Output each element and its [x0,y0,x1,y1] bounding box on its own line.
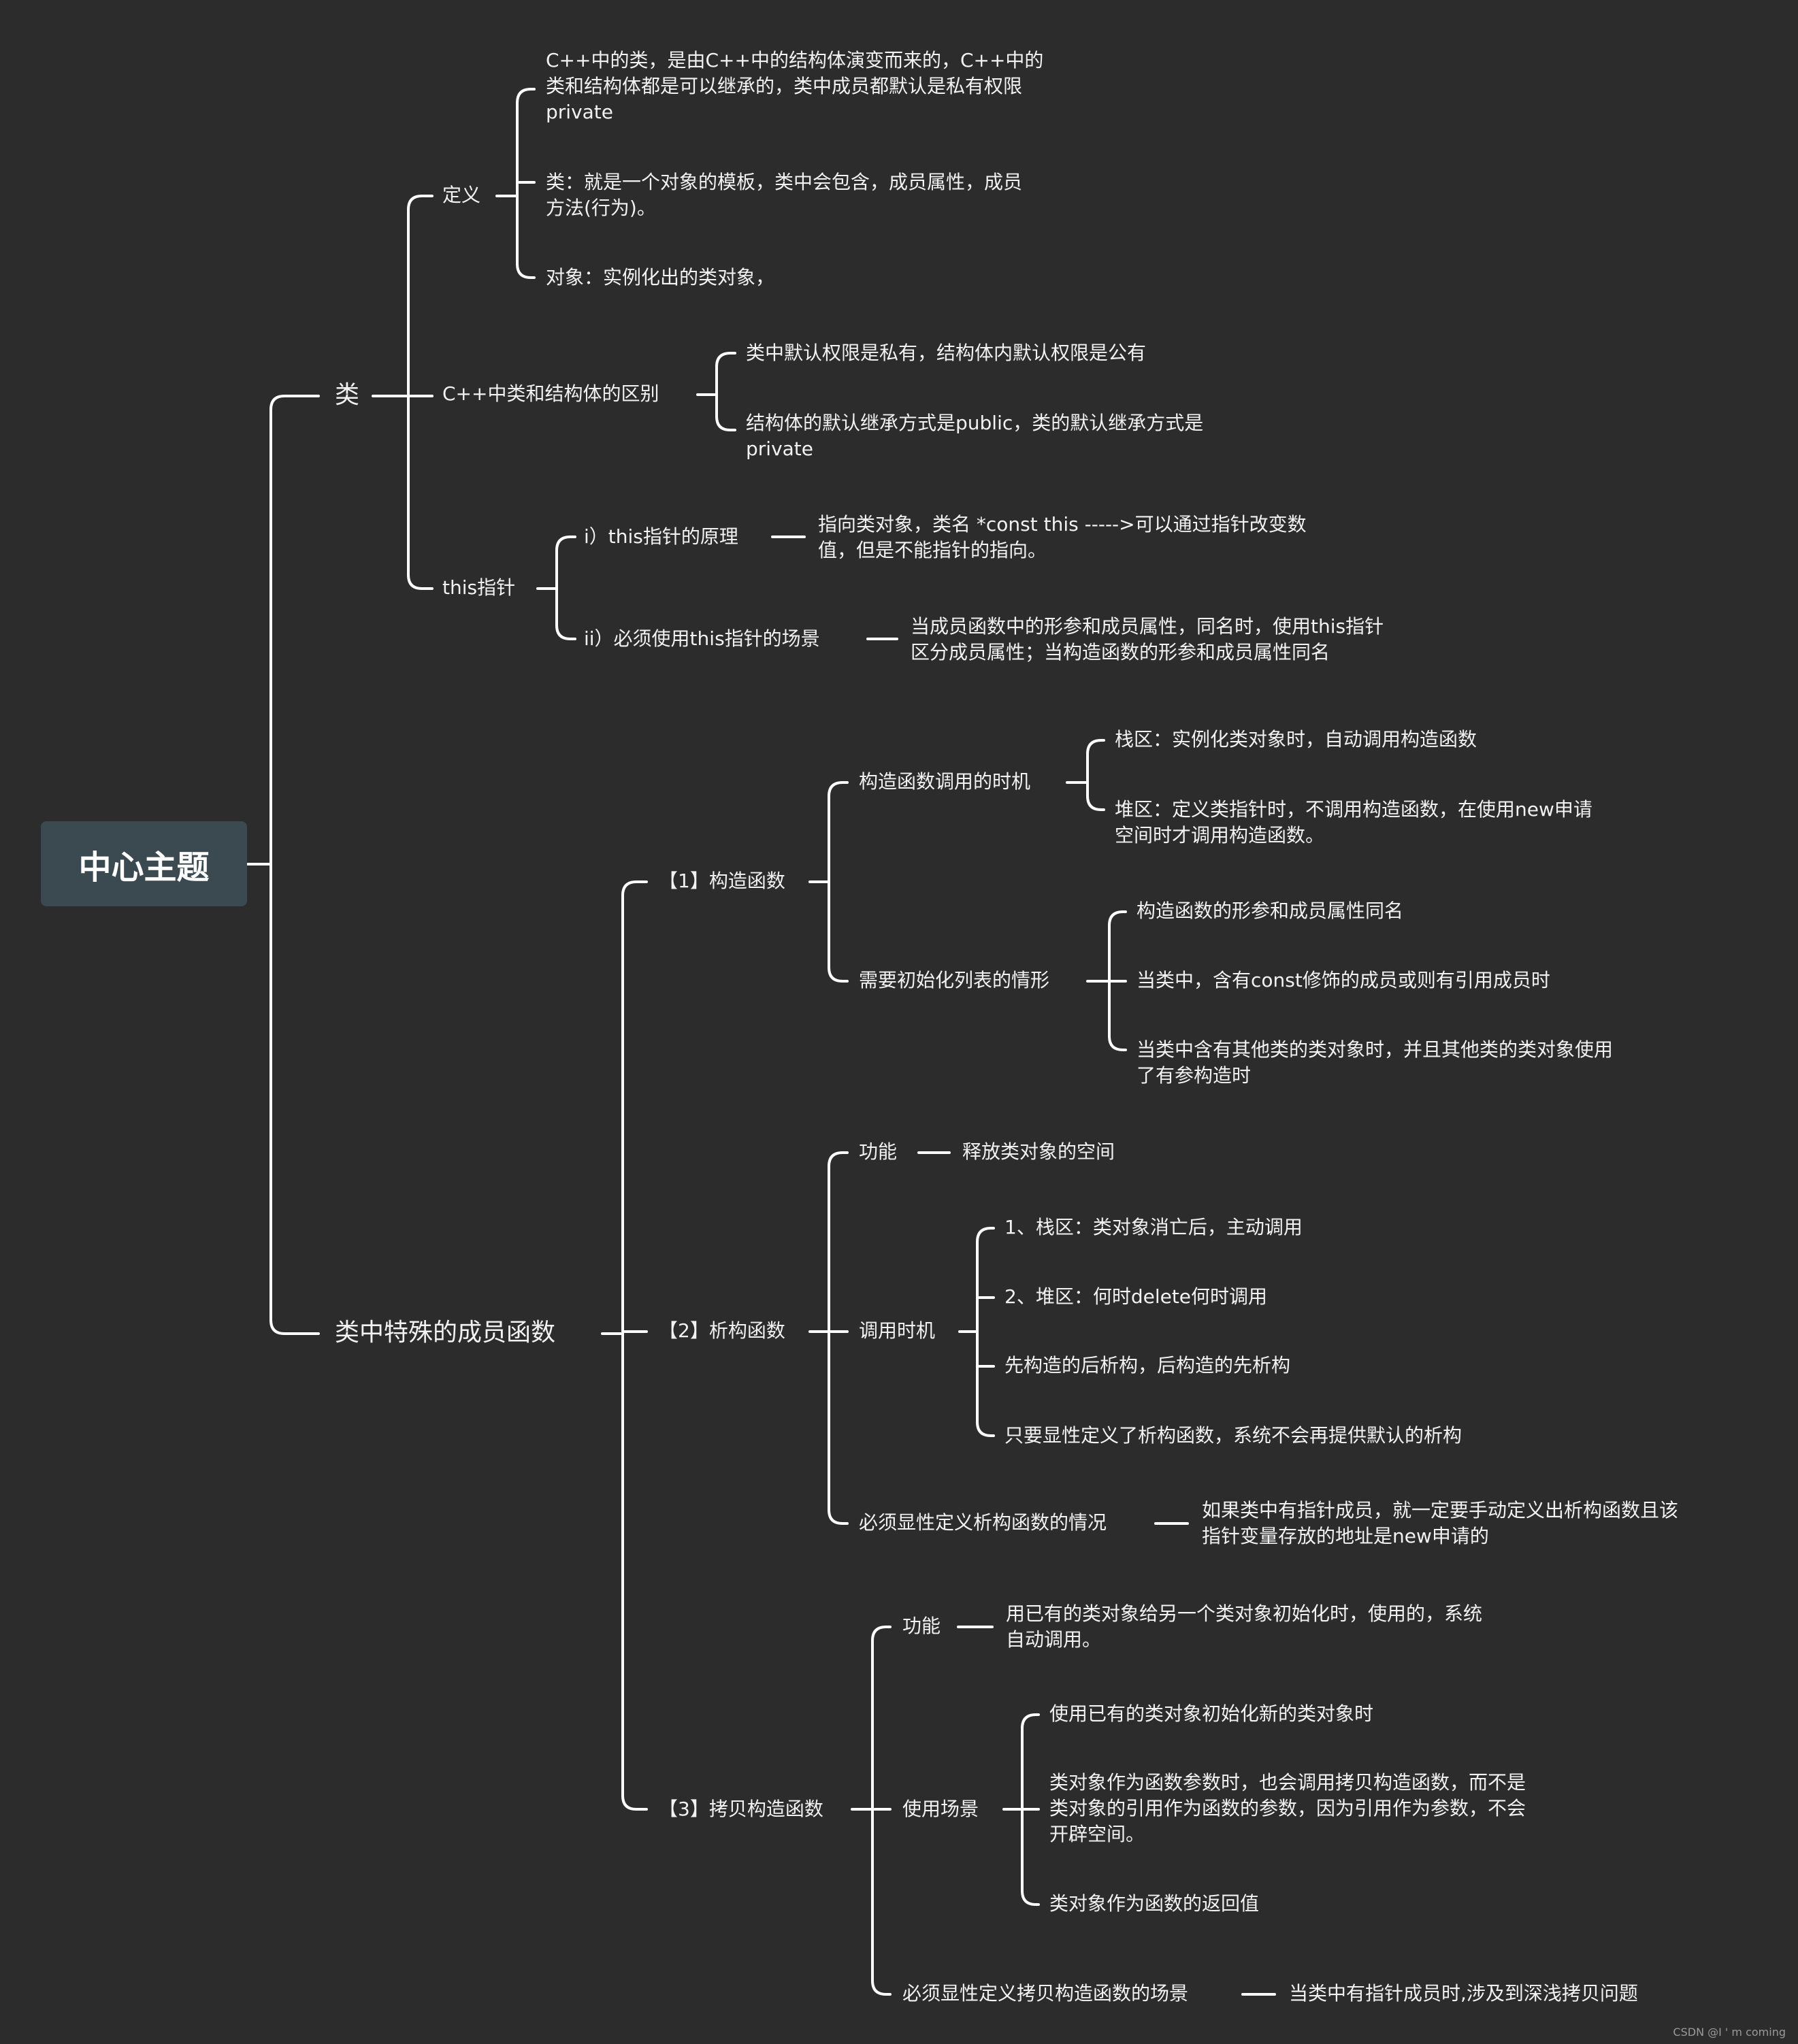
bracket-special-bot [621,1794,648,1811]
node-def-2[interactable]: 类：就是一个对象的模板，类中会包含，成员属性，成员方法(行为)。 [546,171,1023,219]
watermark: CSDN @I ' m coming [1673,2026,1786,2039]
node-copy-u1[interactable]: 使用已有的类对象初始化新的类对象时 [1049,1702,1374,1725]
node-dtor-c3[interactable]: 先构造的后析构，后构造的先析构 [1004,1354,1291,1377]
bracket-ctor-bot [828,966,849,983]
bracket-diff-top [715,352,736,368]
bracket-ctor-timing-top [1086,739,1105,755]
node-copy-func[interactable]: 功能 [902,1615,941,1637]
bracket-ctor-top [828,781,849,797]
bracket-dtor-call-top [976,1227,995,1243]
bracket-copy-top [871,1626,892,1642]
bracket-dtor-top [828,1151,849,1168]
node-copy-func-a[interactable]: 用已有的类对象给另一个类对象初始化时，使用的，系统自动调用。 [1006,1602,1483,1651]
node-ctor-t1[interactable]: 栈区：实例化类对象时，自动调用构造函数 [1115,728,1477,751]
node-class[interactable]: 类 [335,381,360,409]
node-this-1[interactable]: i）this指针的原理 [584,525,738,548]
node-this-1a[interactable]: 指向类对象，类名 *const this ----->可以通过指针改变数值，但是… [818,513,1307,561]
node-def-3[interactable]: 对象：实例化出的类对象， [546,266,775,289]
node-ctor-t2[interactable]: 堆区：定义类指针时，不调用构造函数，在使用new申请空间时才调用构造函数。 [1115,798,1592,846]
node-dtor-func-a[interactable]: 释放类对象的空间 [962,1140,1115,1163]
node-dtor-call[interactable]: 调用时机 [859,1319,936,1342]
node-ctor-i2[interactable]: 当类中，含有const修饰的成员或则有引用成员时 [1137,969,1550,991]
bracket-dtor-bot [828,1509,849,1525]
bracket-copy-use-top [1021,1713,1040,1730]
bracket-this-bot [555,624,576,640]
node-dtor-must[interactable]: 必须显性定义析构函数的情况 [859,1511,1107,1534]
node-dtor-c2[interactable]: 2、堆区：何时delete何时调用 [1004,1285,1268,1308]
bracket-ctor-timing-bot [1086,795,1105,811]
bracket-def-bot [516,263,536,279]
node-def[interactable]: 定义 [442,184,481,206]
bracket-copy-use-bot [1021,1890,1040,1906]
node-ctor-i1[interactable]: 构造函数的形参和成员属性同名 [1137,900,1404,922]
bracket-special-top [621,880,648,897]
bracket-root-bot [269,1319,320,1335]
node-diff-1[interactable]: 类中默认权限是私有，结构体内默认权限是公有 [746,342,1147,364]
node-copy[interactable]: 【3】拷贝构造函数 [659,1798,823,1820]
node-ctor-i3[interactable]: 当类中含有其他类的类对象时，并且其他类的类对象使用了有参构造时 [1137,1038,1614,1087]
node-ctor-timing[interactable]: 构造函数调用的时机 [859,770,1031,793]
node-copy-must-a[interactable]: 当类中有指针成员时,涉及到深浅拷贝问题 [1289,1982,1638,2005]
node-dtor-c4[interactable]: 只要显性定义了析构函数，系统不会再提供默认的析构 [1004,1424,1462,1447]
node-dtor-c1[interactable]: 1、栈区：类对象消亡后，主动调用 [1004,1216,1303,1238]
bracket-def-top [516,88,536,104]
bracket-class-top [407,195,434,211]
bracket-diff-bot [715,415,736,431]
bracket-ctor-init-top [1108,910,1127,927]
node-this-2a[interactable]: 当成员函数中的形参和成员属性，同名时，使用this指针区分成员属性；当构造函数的… [911,615,1384,663]
node-dtor[interactable]: 【2】析构函数 [659,1319,785,1342]
node-copy-u3[interactable]: 类对象作为函数的返回值 [1049,1892,1260,1915]
node-this[interactable]: this指针 [442,576,516,599]
bracket-ctor-init-bot [1108,1035,1127,1051]
bracket-dtor-call-bot [976,1421,995,1437]
node-ctor-init[interactable]: 需要初始化列表的情形 [859,969,1050,991]
node-def-1[interactable]: C++中的类，是由C++中的结构体演变而来的，C++中的类和结构体都是可以继承的… [546,49,1044,123]
root-topic[interactable]: 中心主题 [41,821,247,906]
node-copy-use[interactable]: 使用场景 [902,1798,979,1820]
bracket-class-bot [407,574,434,590]
bracket-root-top [269,395,320,411]
node-this-2[interactable]: ii）必须使用this指针的场景 [584,627,820,650]
node-diff[interactable]: C++中类和结构体的区别 [442,382,659,405]
node-copy-must[interactable]: 必须显性定义拷贝构造函数的场景 [902,1982,1189,2005]
node-dtor-must-a[interactable]: 如果类中有指针成员，就一定要手动定义出析构函数且该指针变量存放的地址是new申请… [1202,1499,1679,1547]
bracket-this-top [555,535,576,552]
node-ctor[interactable]: 【1】构造函数 [659,870,785,892]
bracket-copy-bot [871,1979,892,1996]
node-special[interactable]: 类中特殊的成员函数 [335,1319,556,1347]
node-copy-u2[interactable]: 类对象作为函数参数时，也会调用拷贝构造函数，而不是类对象的引用作为函数的参数，因… [1049,1771,1526,1845]
node-dtor-func[interactable]: 功能 [859,1140,898,1163]
